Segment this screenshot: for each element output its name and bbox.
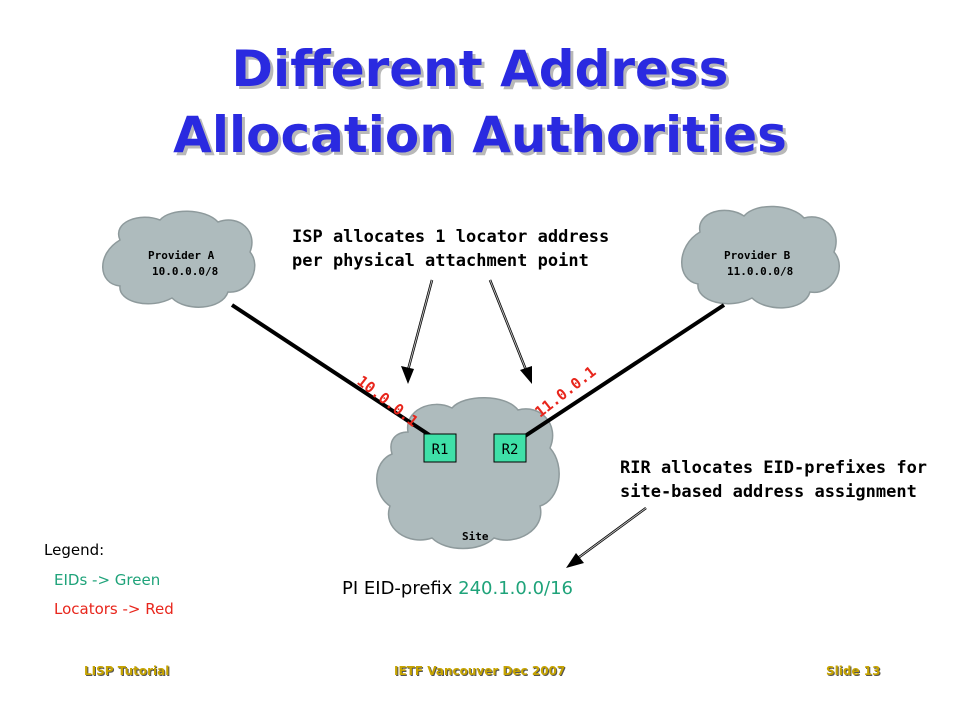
router-r2-label: R2 — [502, 442, 519, 458]
arrow-isp-to-left-locator — [401, 279, 434, 384]
slide-title-line-2: Allocation Authorities — [173, 106, 787, 164]
legend-locators: Locators -> Red — [54, 600, 174, 618]
provider-b-prefix: 11.0.0.0/8 — [727, 265, 793, 278]
link-provider-b-to-r2 — [520, 303, 726, 440]
site-label: Site — [462, 530, 489, 543]
pi-eid-prefix-value: 240.1.0.0/16 — [458, 578, 574, 599]
pi-eid-prefix-line: PI EID-prefix 240.1.0.0/16 — [342, 578, 573, 599]
footer-right: Slide 13 — [826, 664, 881, 678]
isp-note-line-1: ISP allocates 1 locator address — [292, 227, 610, 247]
arrow-isp-to-right-locator — [488, 279, 532, 384]
locator-left-label: 10.0.0.1 — [354, 372, 422, 431]
legend-title: Legend: — [44, 541, 105, 559]
footer-center: IETF Vancouver Dec 2007 — [394, 664, 566, 678]
link-provider-a-to-r1 — [230, 303, 436, 440]
rir-note-line-2: site-based address assignment — [620, 482, 917, 502]
provider-a-cloud — [102, 210, 256, 308]
isp-note-line-2: per physical attachment point — [292, 251, 589, 271]
router-r2 — [493, 433, 527, 463]
legend-eids: EIDs -> Green — [54, 571, 161, 589]
slide-title-line-1: Different Address — [231, 40, 729, 98]
provider-b-cloud — [681, 205, 840, 309]
footer-left: LISP Tutorial — [84, 664, 170, 678]
router-r1 — [423, 433, 457, 463]
provider-a-name: Provider A — [148, 249, 215, 262]
provider-a-prefix: 10.0.0.0/8 — [152, 265, 218, 278]
rir-note-line-1: RIR allocates EID-prefixes for — [620, 458, 928, 478]
arrow-rir-to-pi-prefix — [566, 506, 647, 568]
router-r1-label: R1 — [432, 442, 449, 458]
pi-eid-prefix-label: PI EID-prefix — [342, 578, 453, 599]
provider-b-name: Provider B — [724, 249, 791, 262]
